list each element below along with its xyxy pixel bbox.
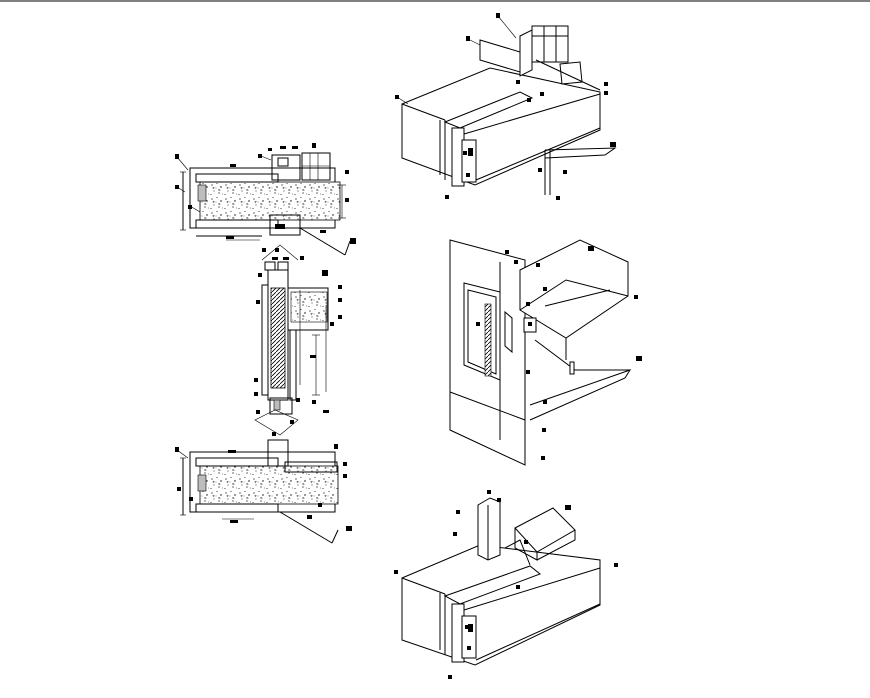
top-slab-section	[180, 152, 351, 256]
iso-head-view	[395, 13, 617, 200]
window-jamb-section	[254, 244, 329, 436]
bottom-slab-section	[180, 439, 339, 544]
section-elevation-view	[175, 143, 356, 544]
section-leader-tags	[175, 143, 356, 531]
iso-sill-view	[394, 490, 618, 679]
iso-jamb-view	[449, 239, 642, 466]
